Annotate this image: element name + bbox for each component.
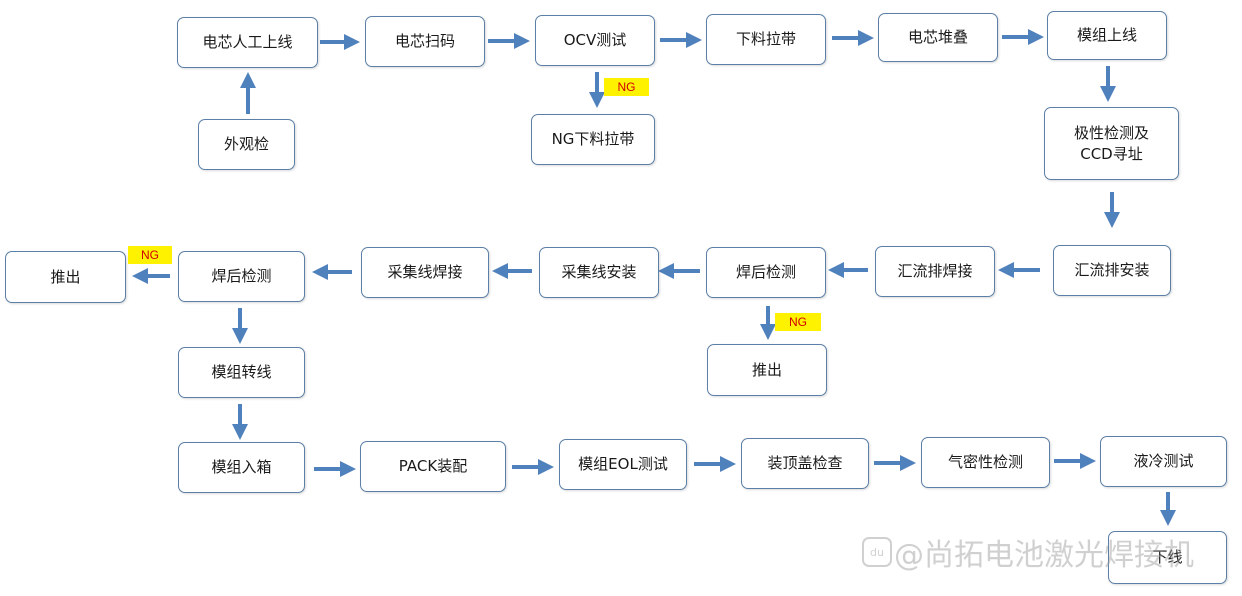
node-cell-manual-loading: 电芯人工上线 <box>177 17 318 68</box>
node-module-transfer: 模组转线 <box>178 347 305 398</box>
watermark: du @尚拓电池激光焊接机 <box>862 530 1194 574</box>
node-harness-weld: 采集线焊接 <box>361 247 489 298</box>
node-busbar-install: 汇流排安装 <box>1053 245 1171 296</box>
node-push-out-left: 推出 <box>5 251 126 303</box>
node-post-weld-check-left: 焊后检测 <box>178 251 305 302</box>
node-post-weld-check-right: 焊后检测 <box>706 247 826 298</box>
node-liquid-cooling-test: 液冷测试 <box>1100 436 1227 487</box>
node-busbar-weld: 汇流排焊接 <box>875 246 995 297</box>
node-air-tightness: 气密性检测 <box>921 437 1050 488</box>
node-unload-belt: 下料拉带 <box>706 14 826 65</box>
node-cell-stacking: 电芯堆叠 <box>878 13 998 62</box>
node-cell-scan: 电芯扫码 <box>365 16 485 67</box>
watermark-logo-icon: du <box>862 537 892 567</box>
node-module-eol-test: 模组EOL测试 <box>559 439 687 490</box>
ng-label-weld-check-left: NG <box>128 246 172 264</box>
node-module-loading: 模组上线 <box>1047 11 1167 60</box>
node-harness-install: 采集线安装 <box>539 247 659 298</box>
watermark-text: @尚拓电池激光焊接机 <box>894 538 1194 573</box>
node-ocv-test: OCV测试 <box>535 15 655 66</box>
node-offline: 下线 <box>1108 531 1227 584</box>
node-visual-inspection: 外观检 <box>198 119 295 170</box>
node-pack-assembly: PACK装配 <box>360 441 506 492</box>
node-push-out-right: 推出 <box>707 344 827 396</box>
node-module-boxing: 模组入箱 <box>178 442 305 493</box>
node-top-cover-check: 装顶盖检查 <box>741 438 869 489</box>
node-polarity-ccd: 极性检测及 CCD寻址 <box>1044 107 1179 180</box>
ng-label-weld-check-right: NG <box>775 313 821 331</box>
ng-label-ocv: NG <box>604 78 649 96</box>
node-ng-unload-belt: NG下料拉带 <box>531 114 655 165</box>
